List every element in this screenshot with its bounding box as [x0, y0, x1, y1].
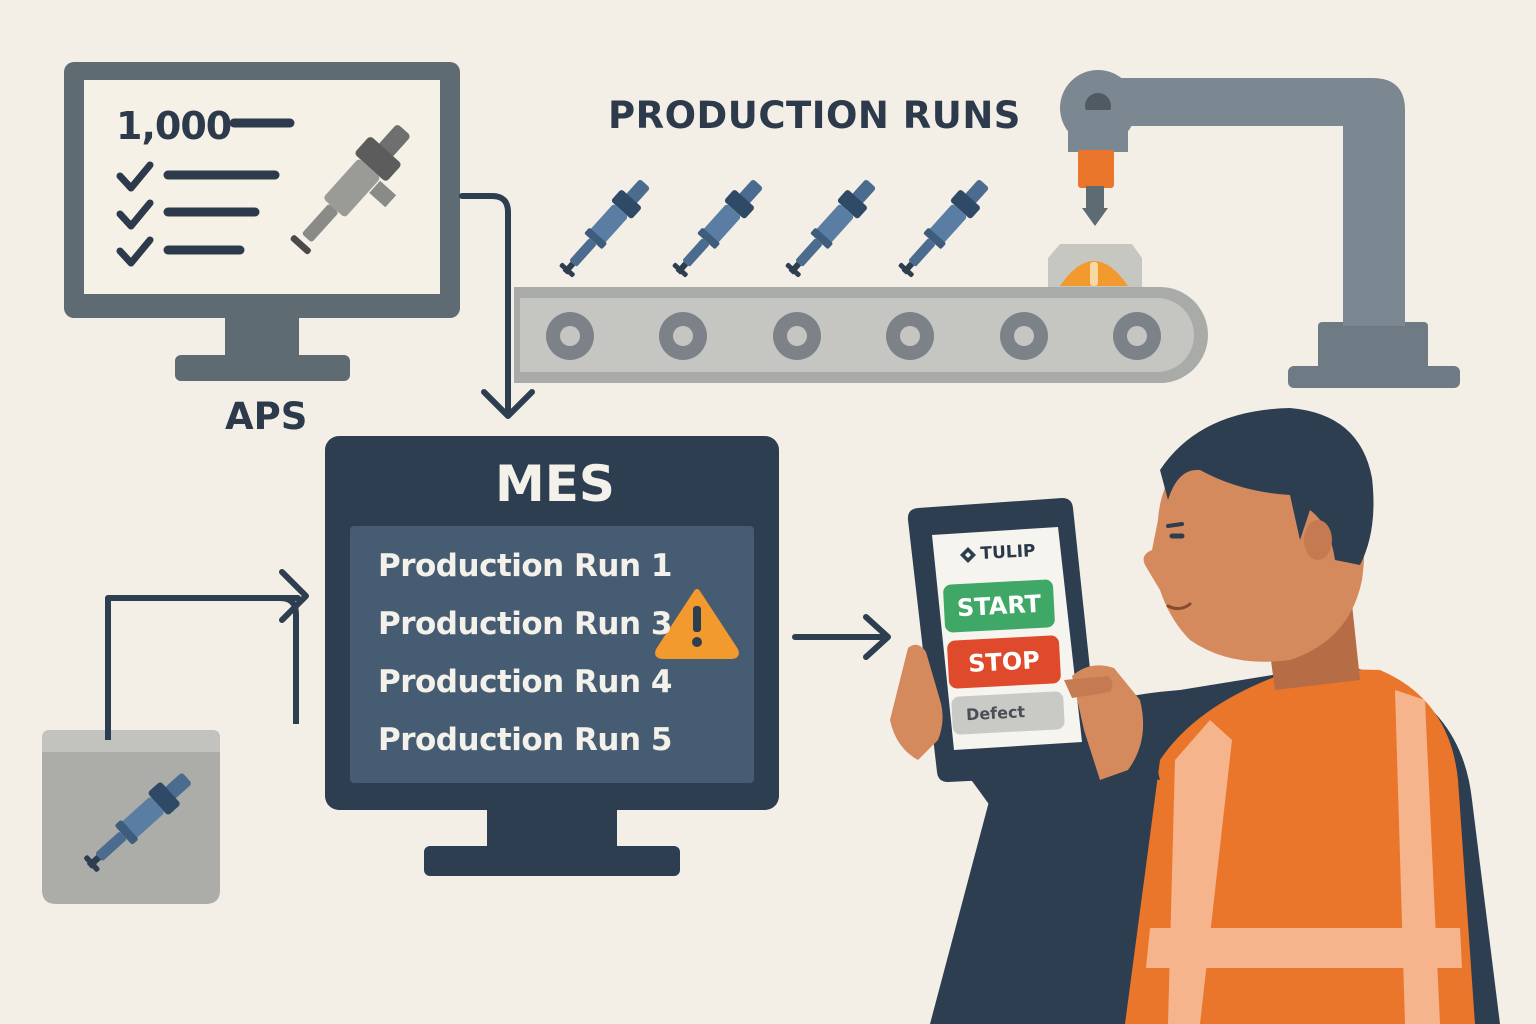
checkmark-icon	[116, 161, 280, 192]
arrow-icon	[459, 193, 535, 419]
mes-run-item: Production Run 3	[378, 606, 672, 642]
mes-title: MES	[495, 455, 615, 513]
checkmark-icon	[116, 199, 260, 230]
arrow-icon	[105, 569, 309, 623]
warning-icon	[655, 589, 739, 659]
fuel-injector-icon	[290, 125, 410, 255]
mes-monitor	[325, 436, 779, 876]
production-runs-title: PRODUCTION RUNS	[608, 94, 1021, 137]
aps-label: APS	[225, 395, 308, 438]
aps-monitor	[64, 62, 460, 381]
conveyor-belt-icon	[514, 287, 1208, 383]
robot-arm-icon	[1048, 70, 1460, 388]
mes-run-item: Production Run 5	[378, 722, 672, 758]
fuel-injector-icon	[554, 174, 656, 282]
tulip-logo-icon	[960, 547, 976, 563]
stop-button[interactable]: STOP	[946, 635, 1062, 689]
mes-run-item: Production Run 1	[378, 548, 672, 584]
checkmark-icon	[116, 236, 245, 267]
fuel-injector-icon	[667, 174, 769, 282]
aps-quantity: 1,000	[116, 104, 232, 148]
worker-hands	[890, 644, 1144, 780]
tulip-brand: TULIP	[980, 541, 1037, 564]
mes-run-item: Production Run 4	[378, 664, 672, 700]
fuel-injector-icon	[780, 174, 882, 282]
start-button[interactable]: START	[942, 579, 1056, 633]
bin-icon	[42, 595, 299, 904]
defect-button[interactable]: Defect	[951, 691, 1065, 735]
fuel-injector-icon	[893, 174, 995, 282]
arrow-icon	[792, 614, 891, 660]
